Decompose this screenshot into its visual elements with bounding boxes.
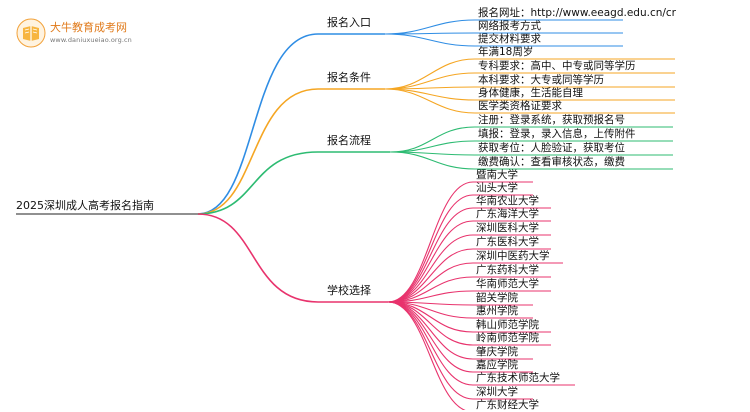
connector-schools-3: [387, 220, 474, 303]
connector-conditions-3: [384, 88, 476, 101]
connector-process-0: [389, 126, 476, 153]
leaf-conditions: 专科要求：高中、中专或同等学历: [478, 60, 636, 72]
leaf-schools: 华南农业大学: [476, 195, 539, 207]
connector-root-entry: [197, 33, 319, 215]
leaf-schools: 深圳医科大学: [476, 222, 539, 234]
leaf-entry: 报名网址：http://www.eeagd.edu.cn/cr: [478, 7, 676, 19]
connector-schools-1: [387, 194, 474, 303]
leaf-schools: 惠州学院: [476, 305, 518, 317]
leaf-process: 获取考位：人脸验证，获取考位: [478, 142, 625, 154]
leaf-schools: 岭南师范学院: [476, 332, 539, 344]
leaf-conditions: 身体健康，生活能自理: [478, 87, 583, 99]
leaf-conditions: 本科要求：大专或同等学历: [478, 74, 604, 86]
leaf-schools: 韩山师范学院: [476, 319, 539, 331]
connector-schools-17: [387, 301, 466, 410]
connector-process-3: [389, 151, 476, 170]
logo-domain: www.daniuxueiao.org.cn: [50, 36, 132, 44]
leaf-schools: 广东财经大学: [476, 399, 539, 411]
connector-schools-0: [387, 181, 474, 303]
leaf-schools: 广东海洋大学: [476, 208, 539, 220]
leaf-schools: 广东医科大学: [476, 236, 539, 248]
leaf-schools: 华南师范大学: [476, 278, 539, 290]
site-logo: 大牛教育成考网 www.daniuxueiao.org.cn: [16, 16, 136, 50]
leaf-conditions: 年满18周岁: [478, 46, 534, 58]
leaf-schools: 广东技术师范大学: [476, 372, 560, 384]
connector-schools-2: [387, 207, 474, 303]
leaf-schools: 广东药科大学: [476, 264, 539, 276]
connector-schools-12: [387, 301, 474, 346]
leaf-conditions: 医学类资格证要求: [478, 100, 562, 112]
connector-schools-4: [387, 234, 474, 303]
branch-label-entry: 报名入口: [327, 16, 371, 29]
leaf-schools: 韶关学院: [476, 292, 518, 304]
book-logo-icon: [16, 18, 46, 48]
branch-label-schools: 学校选择: [327, 284, 371, 297]
root-topic: 2025深圳成人高考报名指南: [16, 199, 154, 212]
leaf-entry: 提交材料要求: [478, 33, 541, 45]
leaf-schools: 汕头大学: [476, 182, 518, 194]
connector-schools-14: [387, 301, 474, 373]
leaf-schools: 暨南大学: [476, 169, 518, 181]
connector-root-process: [197, 151, 319, 215]
branch-label-process: 报名流程: [327, 134, 371, 147]
leaf-entry: 网络报考方式: [478, 20, 541, 32]
leaf-schools: 深圳中医药大学: [476, 250, 550, 262]
leaf-process: 缴费确认：查看审核状态，缴费: [478, 156, 625, 168]
leaf-schools: 深圳大学: [476, 386, 518, 398]
connector-conditions-4: [384, 88, 476, 114]
branch-label-conditions: 报名条件: [327, 71, 371, 84]
leaf-process: 填报：登录，录入信息，上传附件: [478, 128, 636, 140]
logo-title: 大牛教育成考网: [50, 21, 127, 34]
leaf-schools: 肇庆学院: [476, 346, 518, 358]
connector-root-conditions: [197, 88, 319, 215]
connector-schools-5: [387, 248, 474, 303]
leaf-process: 注册：登录系统，获取预报名号: [478, 114, 625, 126]
connector-entry-2: [384, 33, 476, 47]
connector-root-schools: [197, 213, 319, 303]
connector-process-1: [389, 140, 476, 153]
leaf-schools: 嘉应学院: [476, 359, 518, 371]
connector-entry-0: [384, 19, 476, 35]
